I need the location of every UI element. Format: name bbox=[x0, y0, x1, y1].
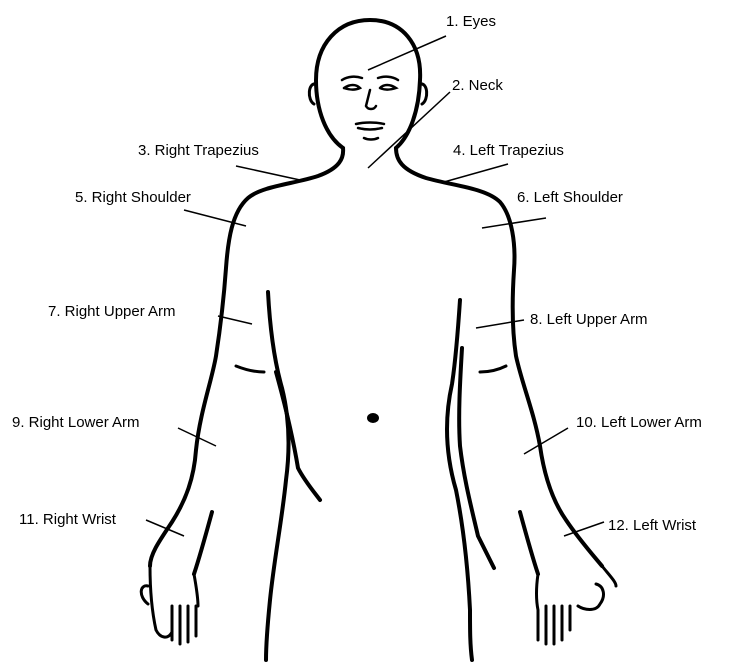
label-left-shoulder: 6. Left Shoulder bbox=[517, 189, 623, 207]
leader-eyes bbox=[368, 36, 446, 70]
nose bbox=[366, 90, 376, 109]
forearm-inner-right-2 bbox=[194, 512, 212, 574]
leader-right-upper-arm bbox=[218, 316, 252, 324]
leader-neck bbox=[368, 92, 450, 168]
label-right-upper-arm: 7. Right Upper Arm bbox=[48, 303, 176, 321]
elbow-crease-right bbox=[236, 366, 264, 372]
chin bbox=[364, 138, 378, 140]
hand-left bbox=[537, 566, 617, 644]
label-right-trapezius: 3. Right Trapezius bbox=[138, 142, 259, 160]
label-left-trapezius: 4. Left Trapezius bbox=[453, 142, 564, 160]
elbow-crease-left bbox=[480, 366, 506, 372]
leader-left-shoulder bbox=[482, 218, 546, 228]
mouth bbox=[356, 123, 384, 130]
label-eyes: 1. Eyes bbox=[446, 13, 496, 31]
forearm-inner-right bbox=[276, 372, 320, 500]
label-neck: 2. Neck bbox=[452, 77, 503, 95]
eye-left bbox=[380, 85, 396, 90]
forearm-inner-left-2 bbox=[520, 512, 538, 574]
torso-side-right bbox=[266, 292, 289, 660]
label-left-wrist: 12. Left Wrist bbox=[608, 517, 696, 535]
body-outline-left-side bbox=[396, 148, 602, 566]
leader-left-lower-arm bbox=[524, 428, 568, 454]
torso-side-left bbox=[447, 300, 472, 660]
hand-right bbox=[141, 566, 198, 644]
eye-right bbox=[344, 85, 360, 90]
eyebrow-right bbox=[342, 77, 362, 80]
label-right-shoulder: 5. Right Shoulder bbox=[75, 189, 191, 207]
navel bbox=[367, 413, 379, 423]
body-outline-right-side bbox=[150, 148, 343, 566]
label-left-lower-arm: 10. Left Lower Arm bbox=[576, 414, 702, 432]
label-left-upper-arm: 8. Left Upper Arm bbox=[530, 311, 648, 329]
leader-left-upper-arm bbox=[476, 320, 524, 328]
eyebrow-left bbox=[378, 77, 398, 80]
leader-left-trapezius bbox=[444, 164, 508, 182]
label-right-lower-arm: 9. Right Lower Arm bbox=[12, 414, 140, 432]
leader-right-trapezius bbox=[236, 166, 300, 180]
label-right-wrist: 11. Right Wrist bbox=[19, 511, 116, 529]
